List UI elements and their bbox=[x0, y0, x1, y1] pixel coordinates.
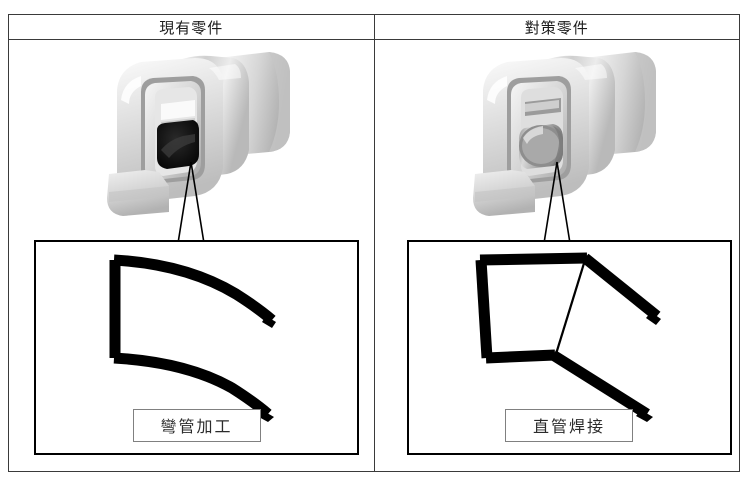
cell-countermeasure-part: 直管焊接 bbox=[375, 40, 740, 471]
photo-area-existing-part bbox=[9, 40, 374, 263]
diagram-box-existing-part: 彎管加工 bbox=[34, 240, 359, 455]
column-header-existing-part: 現有零件 bbox=[9, 15, 375, 39]
table-body-row: 彎管加工 bbox=[9, 40, 739, 471]
product-photo-existing-part bbox=[107, 52, 291, 216]
tube-diagram-welded bbox=[475, 252, 661, 422]
photo-area-countermeasure-part bbox=[375, 40, 740, 263]
column-header-countermeasure-part: 對策零件 bbox=[524, 19, 589, 37]
cell-existing-part: 彎管加工 bbox=[9, 40, 375, 471]
table-header-row: 現有零件 對策零件 bbox=[9, 15, 739, 40]
product-photo-countermeasure-part bbox=[472, 52, 656, 216]
diagram-box-countermeasure-part: 直管焊接 bbox=[406, 240, 732, 455]
comparison-table: 現有零件 對策零件 bbox=[8, 14, 740, 472]
caption-countermeasure-part: 直管焊接 bbox=[505, 409, 633, 442]
tube-diagram-bent bbox=[109, 254, 276, 422]
caption-existing-part: 彎管加工 bbox=[132, 409, 261, 442]
